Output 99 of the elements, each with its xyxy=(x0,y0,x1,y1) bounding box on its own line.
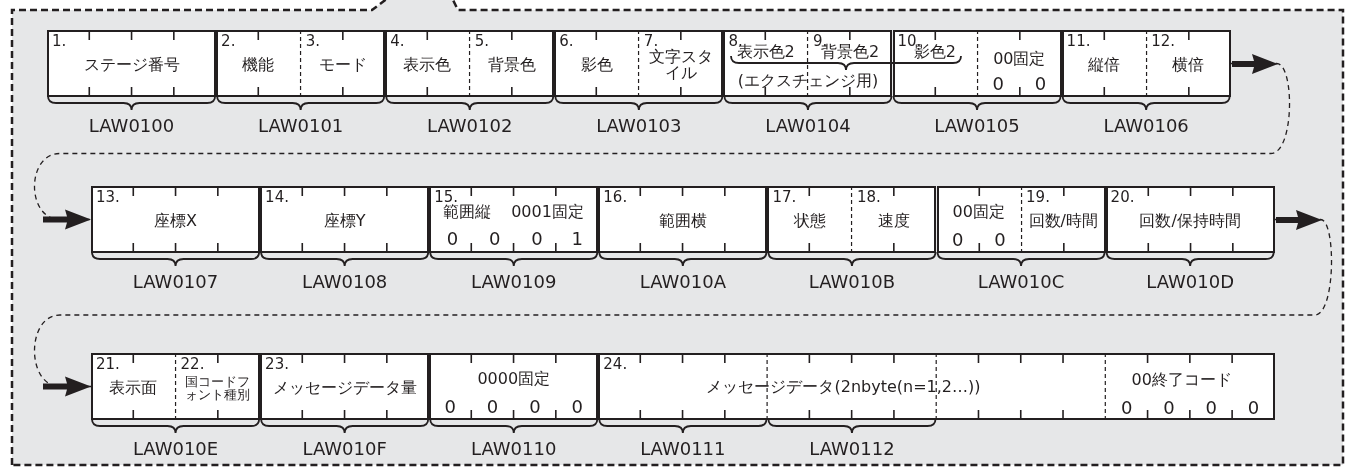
field-name: 回数/時間 xyxy=(1028,212,1098,230)
register-box xyxy=(892,30,1062,97)
field-name: 影色 xyxy=(580,56,613,74)
field-number: 19. xyxy=(1026,189,1050,206)
register-box xyxy=(216,30,386,97)
field-number: 24. xyxy=(603,356,628,373)
field-name: 横倍 xyxy=(1172,56,1205,74)
field-number: 20. xyxy=(1110,189,1135,206)
fixed-digit: 0 xyxy=(1163,398,1175,418)
fixed-digit: 0 xyxy=(1121,398,1133,418)
register-label: LAW0103 xyxy=(596,116,682,136)
field-number: 12. xyxy=(1151,33,1175,50)
register-label: LAW010F xyxy=(302,439,387,459)
register-label: LAW010C xyxy=(977,272,1065,292)
field-name: 座標X xyxy=(154,212,198,230)
field-number: 4. xyxy=(390,33,405,50)
field-name: メッセージデータ量 xyxy=(272,379,417,397)
register-label: LAW0102 xyxy=(427,116,513,136)
field-number: 23. xyxy=(265,356,289,373)
field-name: 座標Y xyxy=(323,212,366,230)
fixed-digit: 0 xyxy=(444,397,457,417)
field-name: ステージ番号 xyxy=(83,56,180,74)
register-box xyxy=(767,186,937,253)
register-label: LAW0112 xyxy=(809,439,895,459)
fixed-digit: 0 xyxy=(1205,398,1217,418)
field-number: 3. xyxy=(305,33,320,50)
field-name: 機能 xyxy=(242,56,275,74)
field-name: 範囲横 xyxy=(658,212,707,230)
register-label: LAW0111 xyxy=(640,439,726,459)
field-number: 5. xyxy=(474,33,490,50)
register-label: LAW010B xyxy=(808,272,896,292)
fixed-digit: 0 xyxy=(489,229,501,249)
field-number: 13. xyxy=(96,189,120,206)
register-box xyxy=(598,186,768,253)
field-name: 回数/保持時間 xyxy=(1139,212,1241,230)
field-number: 22. xyxy=(180,356,205,373)
field-number: 18. xyxy=(856,189,881,206)
register-label: LAW0104 xyxy=(765,116,851,136)
fixed-digit: 0 xyxy=(994,230,1006,250)
register-box xyxy=(598,353,1275,420)
field-number: 2. xyxy=(221,33,236,50)
field-name: 背景色 xyxy=(488,56,536,74)
fixed-digit: 0 xyxy=(992,74,1004,94)
register-box xyxy=(91,353,261,420)
register-box xyxy=(385,30,555,97)
register-label: LAW010A xyxy=(639,272,726,292)
field-name: 国コードフォント種別 xyxy=(184,375,252,401)
fixed-digit: 0 xyxy=(531,229,543,249)
field-name: メッセージデータ(2nbyte(n=1,2…)) xyxy=(706,378,981,396)
field-name: 0000固定 xyxy=(477,370,551,388)
register-label: LAW010D xyxy=(1146,272,1235,292)
field-name: 縦倍 xyxy=(1087,56,1120,74)
register-label: LAW0106 xyxy=(1103,116,1189,136)
register-label: LAW0101 xyxy=(257,116,344,136)
register-box xyxy=(260,186,430,253)
register-label: LAW0105 xyxy=(934,116,1020,136)
field-number: 14. xyxy=(265,189,289,206)
field-number: 6. xyxy=(559,33,574,50)
field-name: モード xyxy=(318,56,367,74)
field-name: 00固定 xyxy=(952,203,1005,221)
register-box xyxy=(1061,30,1231,97)
register-box xyxy=(554,30,724,97)
field-name: 表示色 xyxy=(403,56,452,74)
fixed-digit: 0 xyxy=(1034,74,1047,94)
register-label: LAW0107 xyxy=(132,272,219,292)
register-box xyxy=(47,30,217,97)
register-box xyxy=(1105,186,1275,253)
register-box xyxy=(936,186,1106,253)
fixed-digit: 0 xyxy=(529,397,541,417)
fixed-digit: 0 xyxy=(486,397,499,417)
register-label: LAW010E xyxy=(132,439,219,459)
fixed-digit: 0 xyxy=(951,230,964,250)
field-name: 表示面 xyxy=(109,379,158,397)
register-box xyxy=(260,353,430,420)
field-number: 1. xyxy=(52,33,67,50)
field-name: 状態 xyxy=(793,212,826,230)
field-name: 範囲縦 xyxy=(443,203,492,221)
fixed-digit: 0 xyxy=(1247,398,1260,418)
fixed-digit: 0 xyxy=(571,397,583,417)
field-name: 文字スタイル xyxy=(648,49,715,81)
register-box xyxy=(429,353,599,420)
field-name: (エクスチェンジ用) xyxy=(737,72,879,90)
field-name: 00終了コード xyxy=(1131,371,1232,389)
field-number: 16. xyxy=(603,189,628,206)
field-number: 21. xyxy=(96,356,120,373)
fixed-digit: 0 xyxy=(446,229,459,249)
register-label: LAW0110 xyxy=(471,439,557,459)
register-label: LAW0109 xyxy=(471,272,557,292)
register-box xyxy=(723,30,893,97)
field-number: 11. xyxy=(1066,33,1091,50)
register-box xyxy=(91,186,261,253)
field-name: 00固定 xyxy=(993,50,1046,68)
field-number: 17. xyxy=(772,189,797,206)
register-label: LAW0100 xyxy=(88,116,175,136)
field-name: 速度 xyxy=(878,212,911,230)
fixed-digit: 1 xyxy=(571,229,583,249)
register-box xyxy=(429,186,599,253)
register-label: LAW0108 xyxy=(301,272,388,292)
field-name: 0001固定 xyxy=(511,203,584,221)
